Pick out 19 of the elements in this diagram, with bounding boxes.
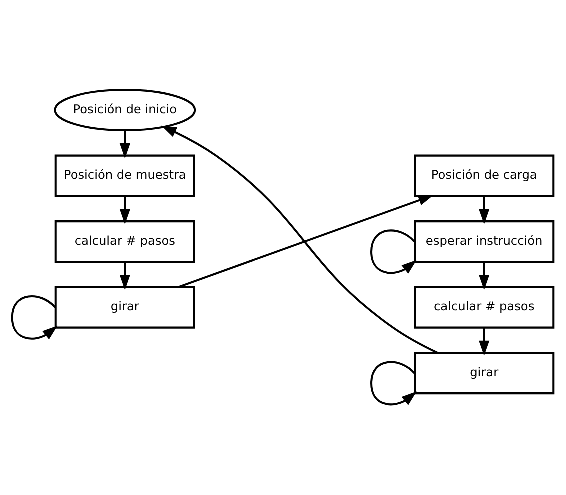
arrow — [120, 262, 130, 290]
arrow — [479, 328, 490, 356]
node-box: girar — [54, 286, 196, 329]
arrow — [11, 296, 58, 340]
node-ellipse: Posición de inicio — [54, 89, 196, 132]
arrow — [370, 230, 417, 274]
node-box: esperar instrucción — [414, 220, 555, 264]
node-box: calcular # pasos — [54, 220, 196, 264]
arrow — [162, 126, 438, 354]
arrow — [370, 361, 417, 406]
arrow — [479, 196, 490, 225]
node-box: Posición de carga — [414, 154, 555, 198]
arrow — [120, 130, 130, 159]
arrow — [120, 196, 130, 225]
arrow — [479, 262, 490, 290]
node-box: girar — [414, 352, 555, 395]
arrow — [178, 195, 434, 288]
node-box: calcular # pasos — [414, 286, 555, 329]
node-box: Posición de muestra — [54, 154, 196, 198]
